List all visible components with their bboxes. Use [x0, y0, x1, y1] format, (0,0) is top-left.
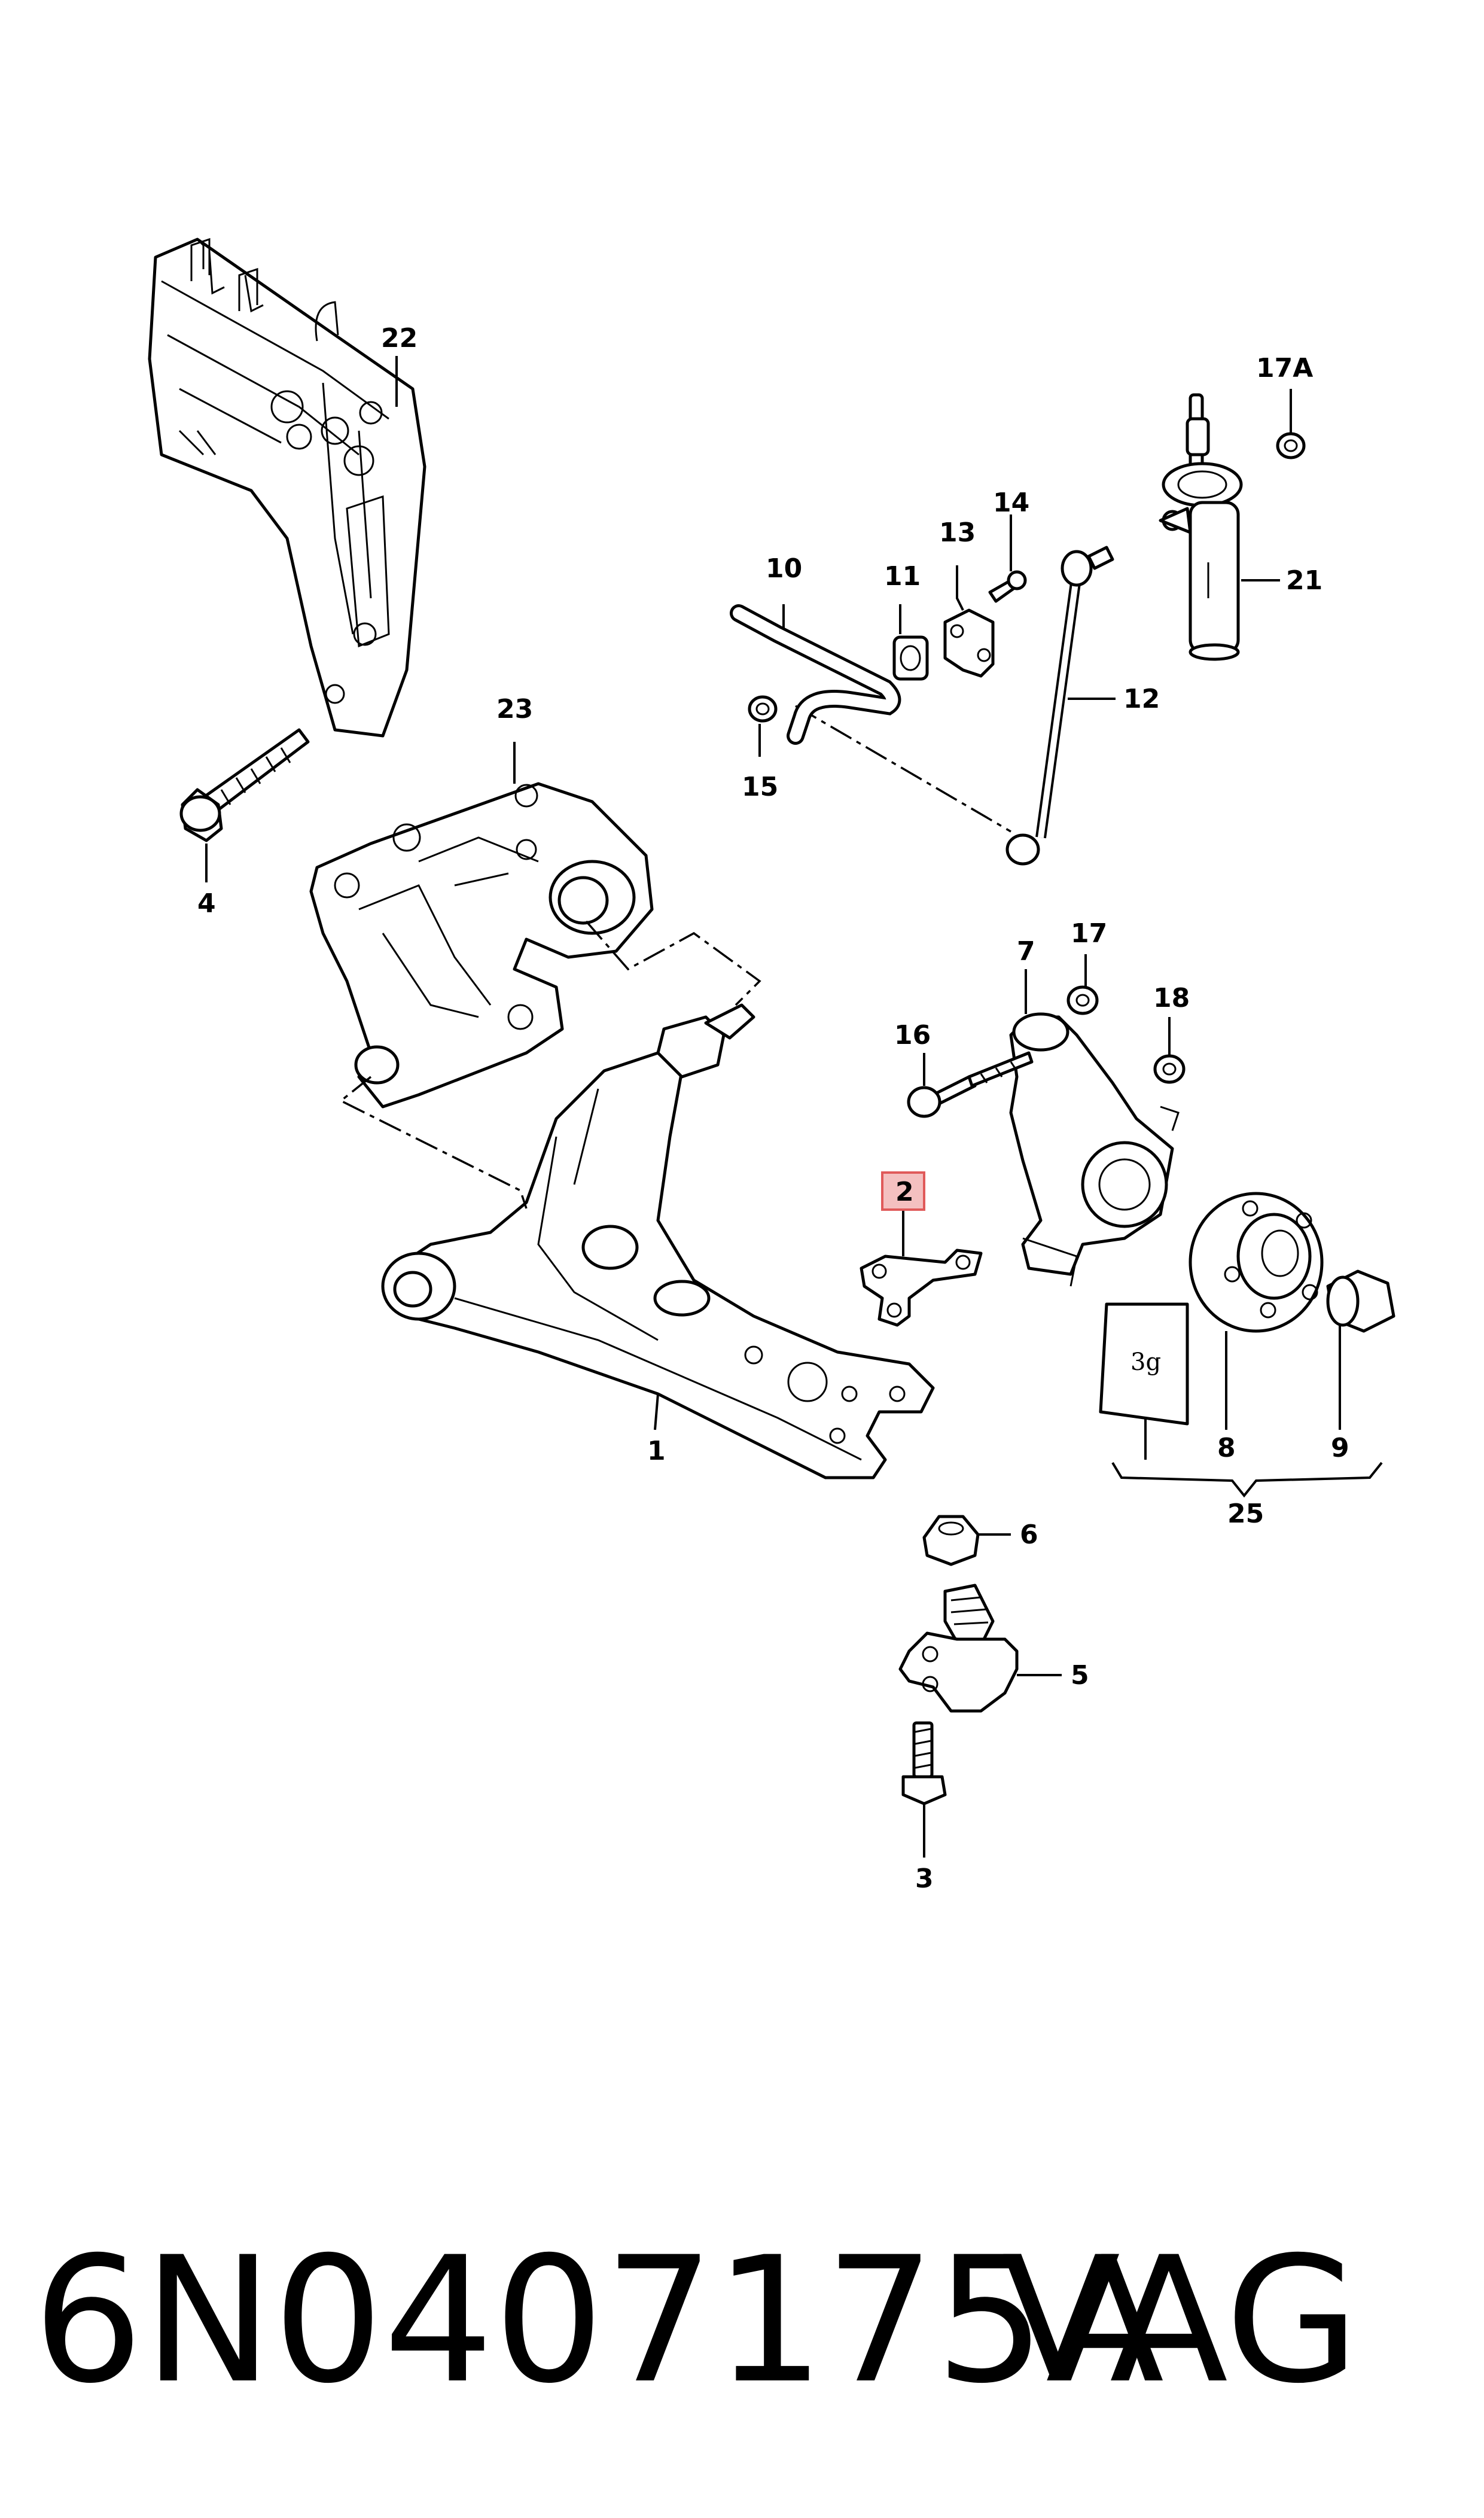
- anti-roll-bar-part-10: [730, 604, 901, 745]
- nut-part-17: [1066, 985, 1099, 1015]
- callout-4: 4: [197, 888, 216, 919]
- callout-11: 11: [884, 561, 921, 592]
- callout-25: 25: [1227, 1499, 1264, 1529]
- callout-18: 18: [1153, 983, 1190, 1013]
- subframe-part-22: [148, 238, 426, 738]
- callout-21: 21: [1286, 565, 1323, 596]
- bolt-part-4: [179, 728, 310, 842]
- callout-9: 9: [1331, 1433, 1349, 1463]
- grease-packet: 3g: [1099, 1302, 1189, 1426]
- callout-10: 10: [766, 553, 802, 584]
- callout-5: 5: [1071, 1660, 1089, 1691]
- caption: 6N0407175AVAG: [33, 2213, 1468, 2429]
- nut-part-17a: [1276, 432, 1306, 459]
- callout-2-highlight: [881, 1171, 925, 1211]
- drop-link-part-12: [1005, 546, 1114, 866]
- bolt-part-14: [988, 570, 1027, 603]
- bush-part-11: [892, 635, 929, 681]
- grease-packet-label: 3g: [1130, 1348, 1161, 1376]
- clamp-part-13: [943, 608, 995, 678]
- suspension-exploded-diagram: 3g: [148, 238, 1395, 1894]
- part-number: 6N0407175A: [33, 2220, 1165, 2422]
- bolt-part-16: [907, 1051, 1034, 1118]
- callout-14: 14: [993, 488, 1029, 518]
- control-arm-part-1: [381, 1003, 935, 1479]
- callout-17a: 17A: [1256, 353, 1313, 383]
- callout-16: 16: [894, 1020, 931, 1051]
- bracket-part-23: [309, 782, 654, 1109]
- wheel-hub-part-8: [1189, 1192, 1324, 1333]
- callout-13: 13: [939, 517, 976, 548]
- nut-part-18: [1153, 1054, 1186, 1084]
- callout-15: 15: [742, 772, 778, 802]
- leader-lines: [205, 356, 1383, 1858]
- brand-name: VAG: [1002, 2220, 1360, 2422]
- callout-22: 22: [381, 323, 418, 354]
- wheel-bearing-part-9: [1326, 1269, 1395, 1333]
- nut-part-6: [922, 1515, 980, 1566]
- callout-23: 23: [496, 694, 533, 724]
- strut-part-21: [1159, 393, 1243, 661]
- callout-8: 8: [1217, 1433, 1236, 1463]
- callout-3: 3: [915, 1864, 934, 1894]
- steering-knuckle-part-7: [1009, 1012, 1180, 1287]
- callout-2: 2: [895, 1177, 914, 1207]
- callout-17: 17: [1071, 918, 1107, 949]
- callout-7: 7: [1017, 936, 1035, 967]
- callout-1: 1: [647, 1436, 666, 1466]
- callout-6: 6: [1020, 1520, 1038, 1550]
- ball-joint-part-5: [898, 1584, 1019, 1713]
- plate-part-2: [860, 1249, 983, 1327]
- mounting-centerlines: [339, 705, 1011, 1209]
- callout-12: 12: [1123, 684, 1160, 714]
- nut-part-15: [748, 695, 778, 723]
- bolt-part-3: [901, 1721, 947, 1805]
